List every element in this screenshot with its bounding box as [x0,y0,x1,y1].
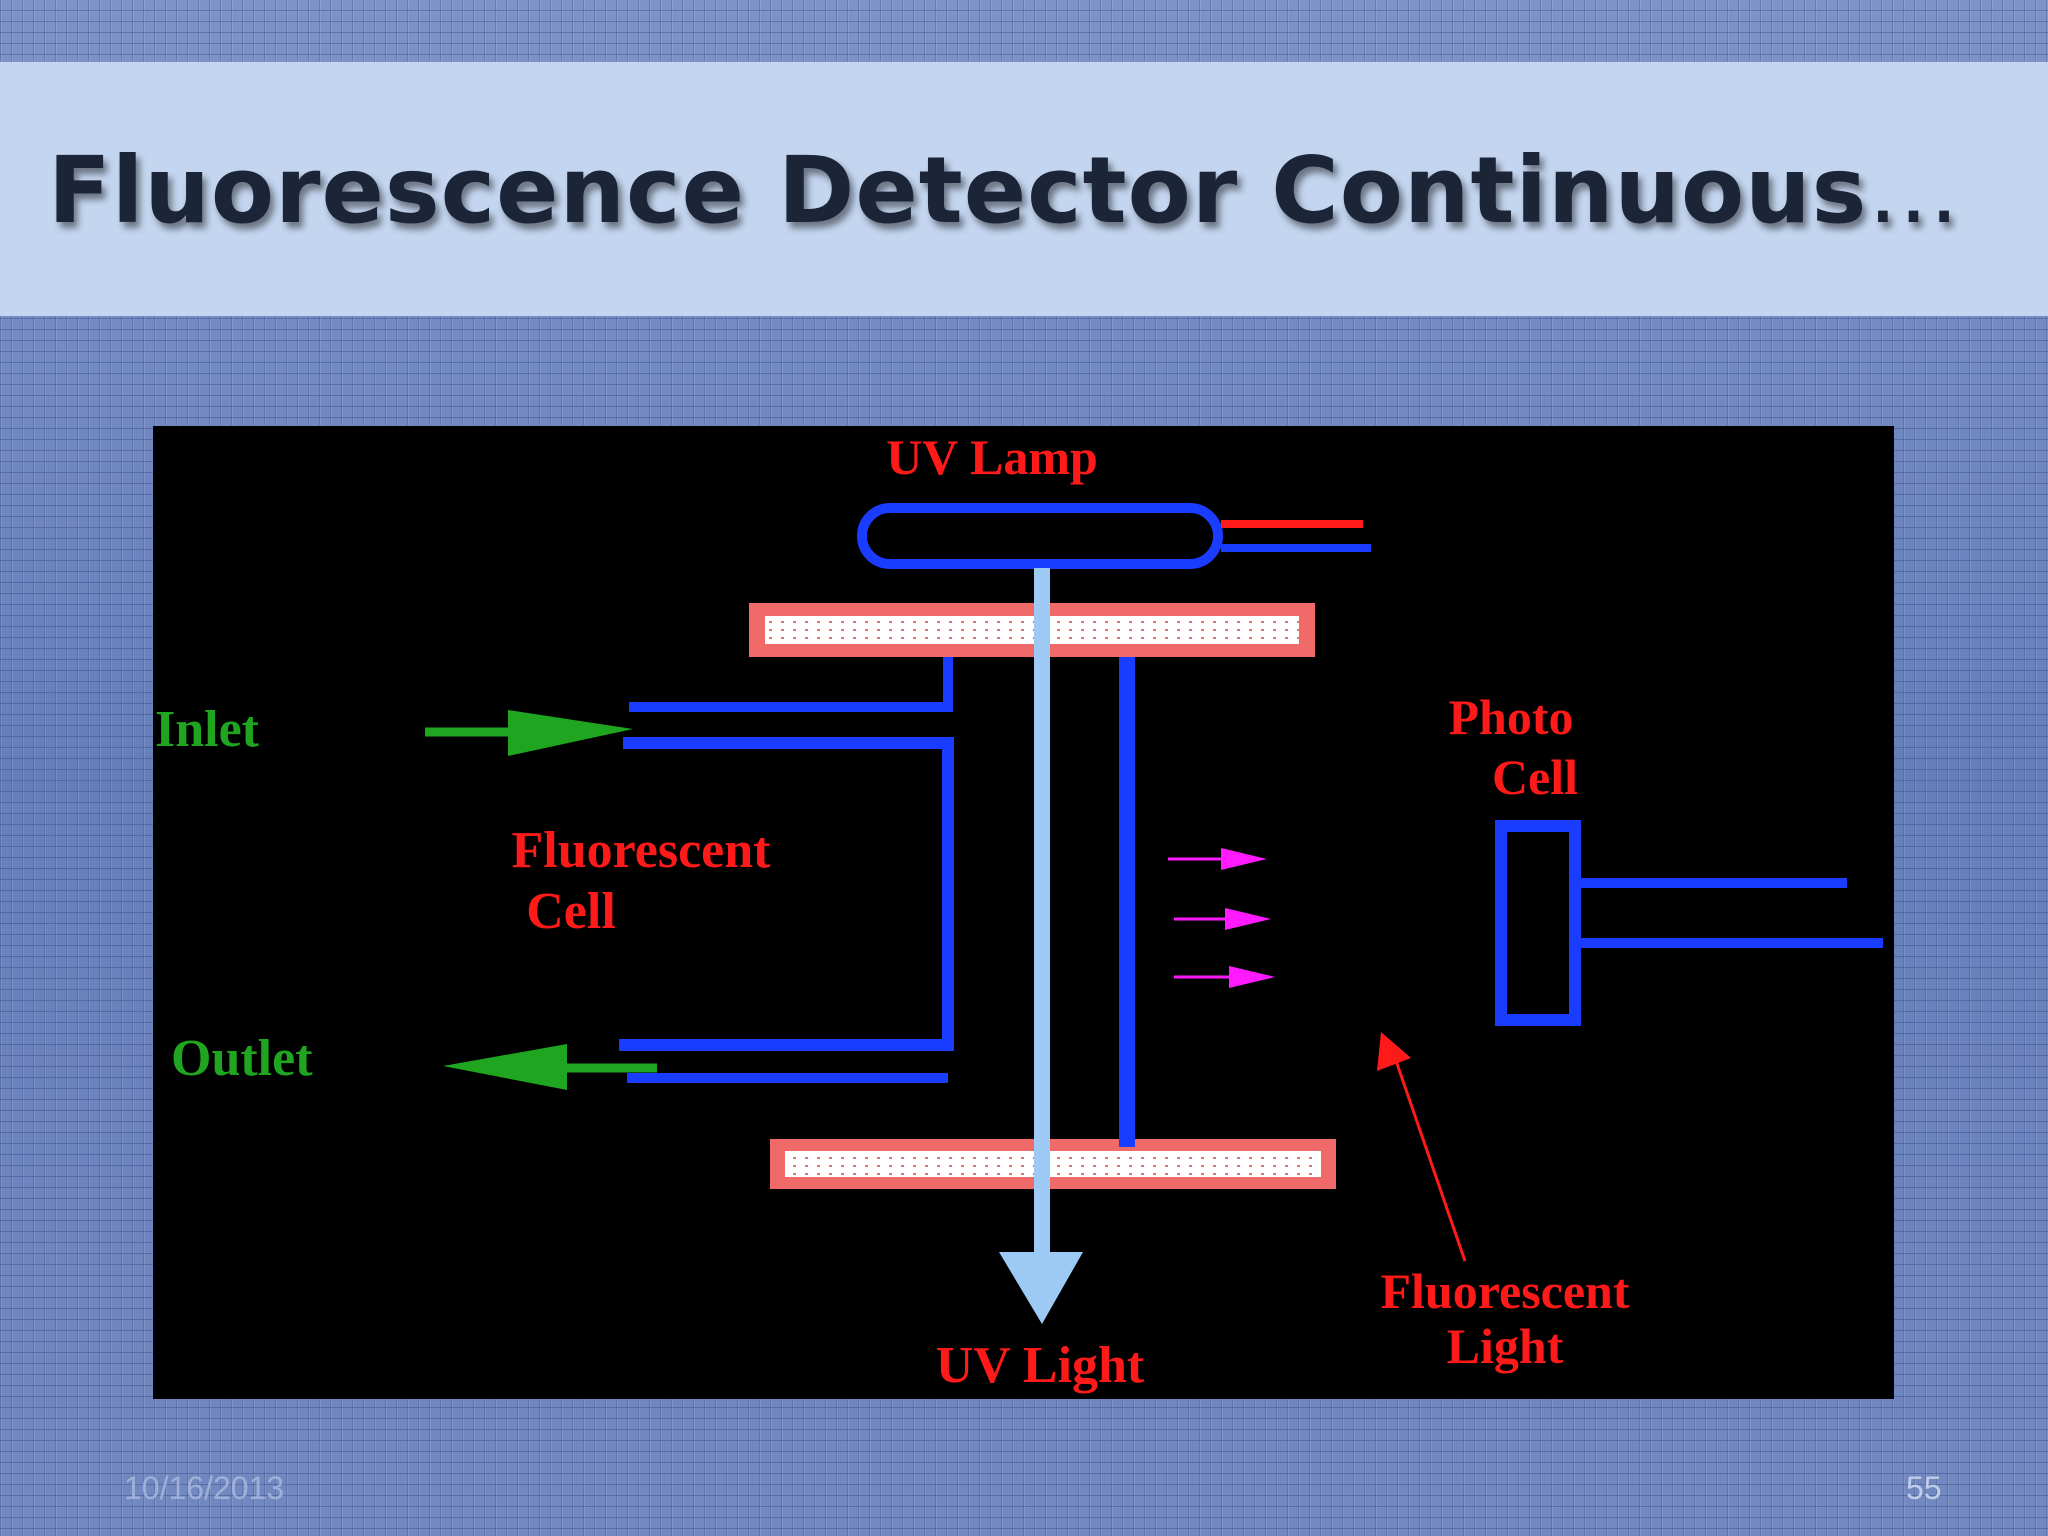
fluorescent-light-label-line2: Light [1447,1318,1564,1374]
photo-cell [1495,820,1581,1026]
photo-cell-label-line2: Cell [1492,749,1578,805]
fluorescence-ray-arrowhead [1225,908,1271,930]
slide-date: 10/16/2013 [124,1470,285,1506]
slide-page-number: 55 [1906,1470,1942,1506]
fluorescent-light-pointer-head [1377,1032,1411,1071]
uv-beam-arrowhead [999,1252,1083,1324]
photo-cell-lead-lower [1573,938,1883,948]
fluorescent-cell-label-line2: Cell [526,883,616,940]
photo-cell-lead-upper [1573,878,1847,888]
uv-lamp-lead-red [1221,520,1363,528]
bottom-window-inner [785,1151,1321,1177]
slide-title-ellipsis: … [1867,137,1961,244]
uv-lamp-label: UV Lamp [886,429,1098,485]
uv-lamp-lead-blue [1221,544,1371,552]
slide-title: Fluorescence Detector Continuous… [48,136,1960,246]
fluorescent-cell-label-line1: Fluorescent [512,822,772,879]
fluorescence-ray-arrowhead [1221,848,1267,870]
fluorescence-ray-arrowhead [1229,966,1275,988]
top-window-inner [765,616,1299,644]
inlet-tube-upper [629,657,953,712]
fluorescent-light-pointer [1391,1051,1467,1262]
uv-lamp-tube [857,503,1223,569]
detector-diagram: UV Lamp Inlet Outlet Fluorescent Cell Ph… [153,426,1894,1399]
cell-left-wall [619,737,954,1051]
cell-right-wall [1119,657,1135,1147]
uv-beam [1034,568,1050,1253]
fluorescent-light-label-line1: Fluorescent [1380,1263,1629,1319]
title-band [0,62,2048,316]
outlet-arrowhead [443,1044,567,1090]
photo-cell-label-line1: Photo [1449,689,1574,745]
detector-diagram-svg: UV Lamp Inlet Outlet Fluorescent Cell Ph… [155,429,1883,1394]
outlet-label: Outlet [171,1030,313,1087]
inlet-label: Inlet [155,701,260,758]
slide-title-text: Fluorescence Detector Continuous [48,137,1868,244]
uv-light-label: UV Light [936,1337,1145,1394]
inlet-arrowhead [508,710,633,756]
